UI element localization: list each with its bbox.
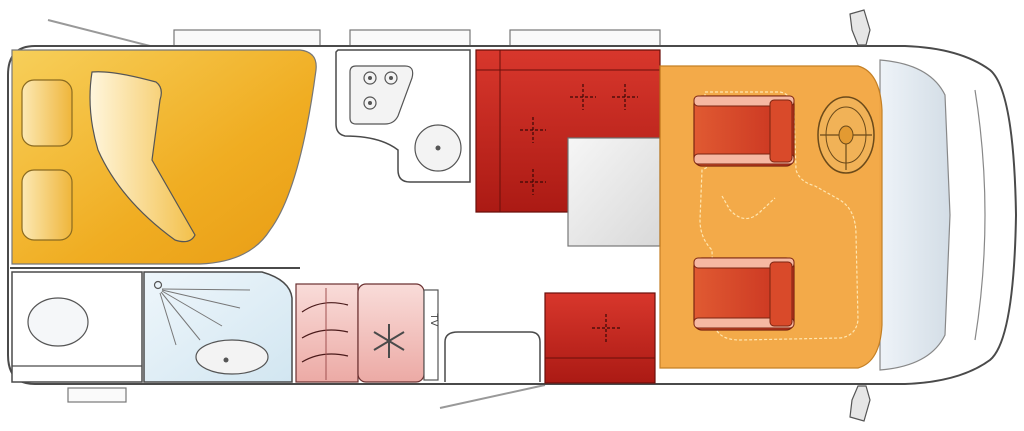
seat-marker [520, 84, 638, 195]
roof-window [509, 29, 661, 47]
dinette-sofa [475, 49, 661, 247]
rear-bed [11, 49, 317, 265]
sink-icon [414, 124, 462, 172]
kitchen [335, 49, 471, 183]
side-mirror-icon [849, 9, 871, 422]
roof-window [349, 29, 471, 47]
tv-label: TV [428, 313, 439, 327]
entry-door-line [439, 384, 546, 409]
snowflake-icon [373, 324, 405, 358]
driver-seat [693, 95, 795, 167]
gas-burner-icon [349, 65, 414, 125]
fridge [357, 283, 425, 383]
entry-step [444, 331, 541, 382]
windshield-line [974, 89, 986, 341]
shower-head-icon [153, 280, 251, 346]
roof-window [173, 29, 321, 47]
swivel-path [699, 91, 859, 341]
dinette-table [567, 137, 661, 247]
pillow [21, 79, 73, 147]
step-box [67, 387, 127, 403]
toilet-icon [27, 297, 89, 347]
cab-front [879, 59, 951, 371]
roof-windows [67, 29, 661, 403]
bed-mattress [11, 49, 317, 265]
wardrobe [295, 283, 359, 383]
washroom [11, 271, 293, 383]
washbasin-icon [195, 339, 269, 375]
tv-cabinet [423, 289, 439, 381]
cab-area [659, 65, 883, 369]
fridge-unit: TV [295, 283, 439, 383]
pillow [21, 169, 73, 241]
passenger-seat [693, 257, 795, 331]
side-bench-seat [544, 292, 656, 384]
rear-door-line [47, 19, 151, 47]
swivel-path [721, 195, 776, 220]
side-bench [544, 292, 656, 384]
bed-sheet [89, 71, 196, 243]
steering-wheel-icon [817, 96, 875, 174]
